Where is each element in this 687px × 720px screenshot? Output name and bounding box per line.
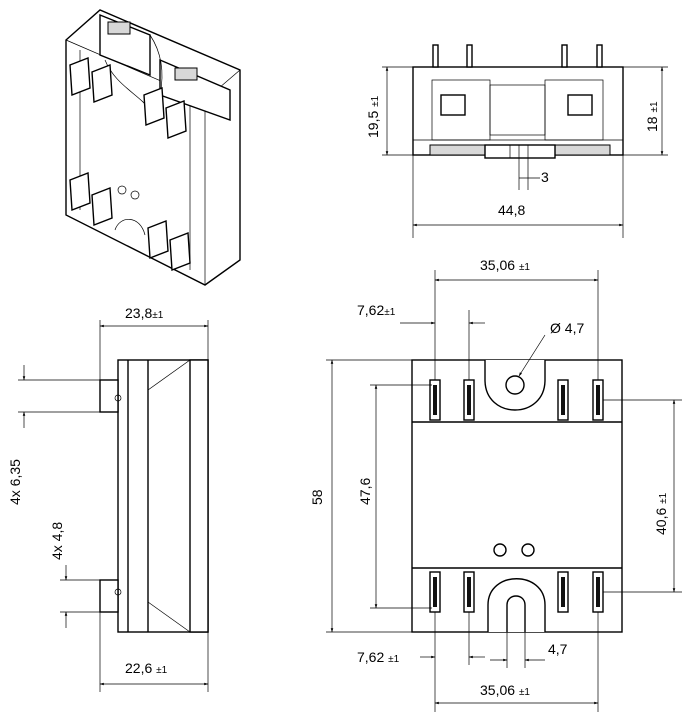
top-view bbox=[326, 270, 682, 712]
dim-hole-diameter: Ø 4,7 bbox=[550, 320, 584, 336]
dim-side-depth-bottom: 22,6 ±1 bbox=[125, 660, 168, 676]
dimension-labels: 19,5 ±1 18 ±1 3 44,8 23,8±1 4x 6,35 4x 4… bbox=[7, 95, 669, 698]
dim-width-total: 44,8 bbox=[498, 202, 525, 218]
dim-gap: 3 bbox=[541, 169, 549, 185]
isometric-view bbox=[65, 9, 241, 286]
front-view bbox=[382, 44, 668, 238]
dim-width-label: 4x 4,8 bbox=[49, 522, 65, 560]
side-view bbox=[18, 320, 209, 692]
dim-slot-width: 4,7 bbox=[548, 641, 568, 657]
dim-span-bottom: 35,06 ±1 bbox=[480, 682, 530, 698]
dim-height-front: 19,5 ±1 bbox=[365, 95, 381, 138]
dim-height-right: 18 ±1 bbox=[644, 101, 660, 132]
dim-offset-bottom: 7,62 ±1 bbox=[357, 649, 400, 665]
dim-pitch-label: 4x 6,35 bbox=[7, 459, 23, 505]
dim-side-depth-top: 23,8±1 bbox=[125, 305, 164, 321]
dim-offset-top: 7,62±1 bbox=[357, 302, 396, 318]
dim-length-total: 58 bbox=[309, 489, 325, 505]
dim-span-top: 35,06 ±1 bbox=[480, 257, 530, 273]
dim-length-inner: 47,6 bbox=[357, 478, 373, 505]
dim-pin-spacing: 40,6 ±1 bbox=[653, 492, 669, 535]
